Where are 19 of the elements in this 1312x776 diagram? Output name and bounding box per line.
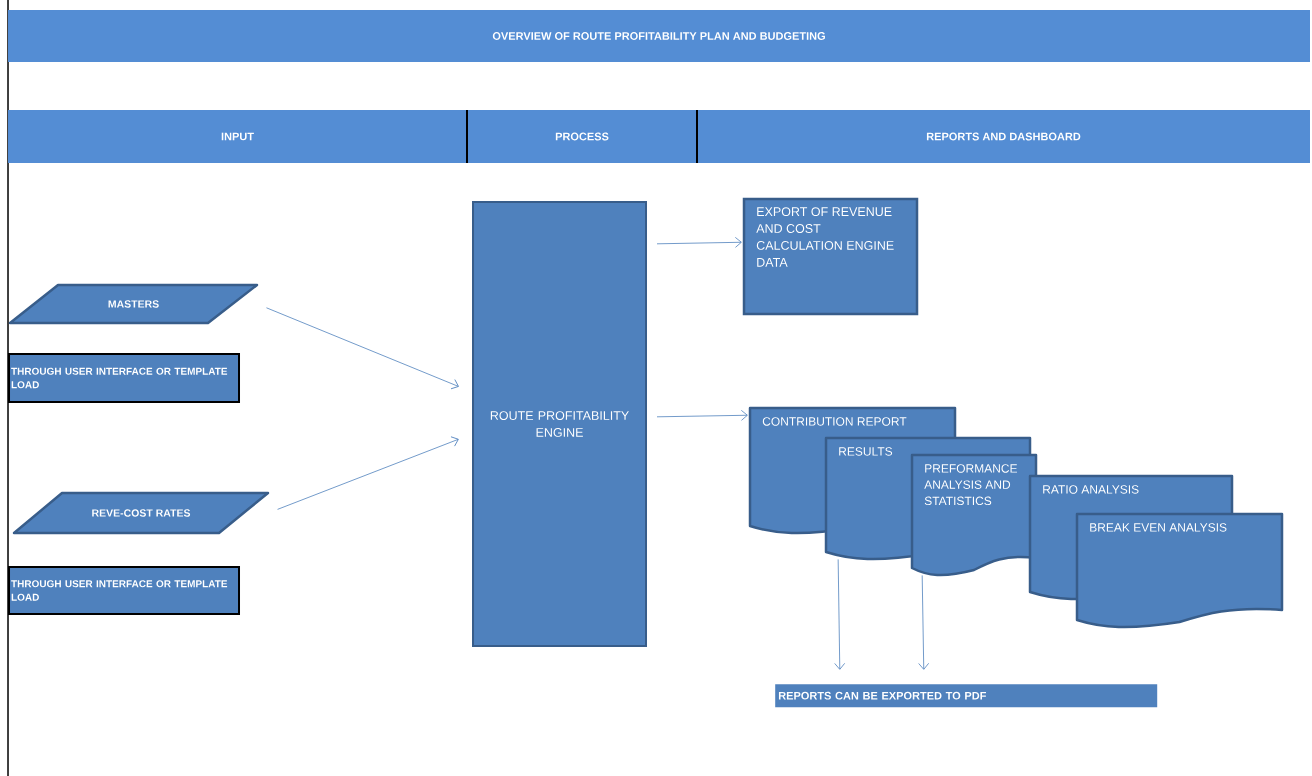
column-header: INPUT xyxy=(8,110,467,163)
node-label: PROCESS xyxy=(555,132,609,141)
column-header: PROCESS xyxy=(467,110,697,163)
arrow xyxy=(834,559,846,670)
input-parallelogram: REVE-COST RATES xyxy=(12,491,270,535)
arrow xyxy=(656,409,748,421)
node-label: INPUT xyxy=(221,132,254,141)
input-parallelogram: MASTERS xyxy=(8,283,259,325)
arrow xyxy=(918,575,930,670)
arrow xyxy=(656,237,742,248)
title-banner: OVERVIEW OF ROUTE PROFITABILITY PLAN AND BUDGETING xyxy=(8,10,1310,62)
process-box: ROUTE PROFITABILITY ENGINE xyxy=(472,201,647,647)
note-box: THROUGH USER INTERFACE OR TEMPLATE LOAD xyxy=(8,566,240,615)
output-box: EXPORT OF REVENUE AND COST CALCULATION ENGINE DATA xyxy=(742,197,919,316)
arrow xyxy=(266,307,459,390)
note-box: REPORTS CAN BE EXPORTED TO PDF xyxy=(775,684,1158,708)
node-label: REPORTS AND DASHBOARD xyxy=(926,132,1081,141)
arrow xyxy=(277,436,459,510)
note-box: THROUGH USER INTERFACE OR TEMPLATE LOAD xyxy=(8,353,240,403)
